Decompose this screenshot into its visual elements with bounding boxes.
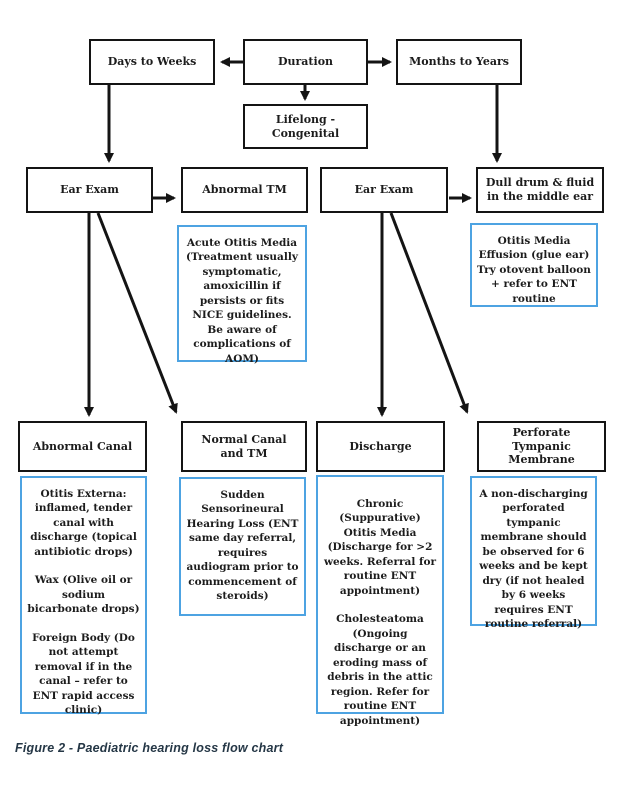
info-perforated-tm-advice: A non-discharging perforated tympanic me… bbox=[470, 476, 597, 630]
info-text: A non-discharging perforated tympanic me… bbox=[479, 488, 588, 631]
figure-caption: Figure 2 - Paediatric hearing loss flow … bbox=[15, 741, 284, 755]
node-lifelong-congenital: Lifelong - Congenital bbox=[243, 104, 368, 149]
node-dull-drum: Dull drum & fluid in the middle ear bbox=[476, 167, 604, 213]
node-months-to-years: Months to Years bbox=[396, 39, 522, 85]
node-label: Normal Canal and TM bbox=[201, 432, 287, 460]
info-text: Cholesteatoma (Ongoing discharge or an e… bbox=[327, 613, 433, 727]
info-otitis-media-effusion: Otitis Media Effusion (glue ear) Try oto… bbox=[470, 223, 598, 307]
node-abnormal-canal: Abnormal Canal bbox=[18, 421, 147, 472]
info-text: Chronic (Suppurative) Otitis Media (Disc… bbox=[323, 498, 437, 597]
node-ear-exam-right: Ear Exam bbox=[320, 167, 448, 213]
info-text: Otitis Externa: inflamed, tender canal w… bbox=[30, 488, 137, 558]
arrow-earexam-to-normalcanal bbox=[96, 212, 178, 414]
info-otitis-externa: Otitis Externa: inflamed, tender canal w… bbox=[20, 476, 147, 716]
node-label: Lifelong - Congenital bbox=[271, 112, 340, 140]
node-days-to-weeks: Days to Weeks bbox=[89, 39, 215, 85]
info-text: Acute Otitis Media (Treatment usually sy… bbox=[186, 237, 298, 365]
node-label: Discharge bbox=[349, 439, 412, 453]
node-ear-exam-left: Ear Exam bbox=[26, 167, 153, 213]
node-abnormal-tm: Abnormal TM bbox=[181, 167, 308, 213]
node-normal-canal-tm: Normal Canal and TM bbox=[181, 421, 307, 472]
node-discharge: Discharge bbox=[316, 421, 445, 472]
info-text: Sudden Sensorineural Hearing Loss (ENT s… bbox=[186, 489, 299, 603]
node-label: Days to Weeks bbox=[107, 55, 197, 69]
info-sudden-snhl: Sudden Sensorineural Hearing Loss (ENT s… bbox=[179, 477, 306, 616]
info-chronic-otitis-media: Chronic (Suppurative) Otitis Media (Disc… bbox=[316, 475, 444, 727]
node-label: Duration bbox=[277, 55, 334, 69]
info-acute-otitis-media: Acute Otitis Media (Treatment usually sy… bbox=[177, 225, 307, 365]
node-label: Abnormal Canal bbox=[32, 439, 133, 453]
node-label: Dull drum & fluid in the middle ear bbox=[485, 176, 595, 203]
node-label: Months to Years bbox=[409, 55, 509, 69]
node-label: Ear Exam bbox=[354, 183, 414, 197]
node-duration: Duration bbox=[243, 39, 368, 85]
info-text: Wax (Olive oil or sodium bicarbonate dro… bbox=[27, 574, 140, 616]
info-text: Otitis Media Effusion (glue ear) Try oto… bbox=[477, 235, 591, 305]
arrow-earexam2-to-perforatetm bbox=[389, 212, 469, 414]
node-label: Perforate Tympanic Membrane bbox=[508, 425, 575, 467]
info-text: Foreign Body (Do not attempt removal if … bbox=[32, 631, 135, 717]
node-label: Abnormal TM bbox=[202, 183, 287, 197]
node-label: Ear Exam bbox=[60, 183, 119, 197]
node-perforate-tm: Perforate Tympanic Membrane bbox=[477, 421, 606, 472]
